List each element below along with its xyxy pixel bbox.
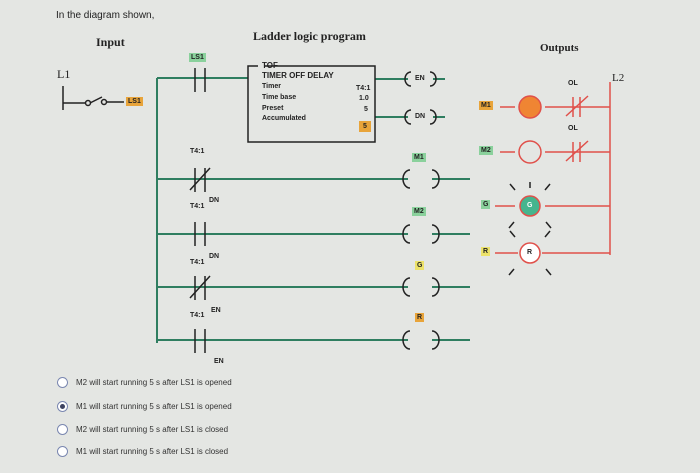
ls1-switch-terminal <box>84 99 92 107</box>
ls1-input-tag: LS1 <box>126 97 143 106</box>
m1-coil-tag: M1 <box>412 153 426 162</box>
t41-nc-contact <box>189 167 211 192</box>
radio-button[interactable] <box>57 424 68 435</box>
tof-line1: TIMER OFF DELAY <box>262 71 334 80</box>
answer-option-text: M2 will start running 5 s after LS1 is o… <box>76 378 232 387</box>
l1-label: L1 <box>57 67 71 81</box>
m1-motor-lamp <box>518 95 542 119</box>
t41-dn-contact <box>194 222 206 246</box>
tof-accum-value: 5 <box>359 121 371 132</box>
ls1-switch-terminal <box>100 98 108 106</box>
rung-wires <box>157 77 470 341</box>
answer-option-3[interactable]: M2 will start running 5 s after LS1 is c… <box>57 424 228 435</box>
tof-title: TOF <box>262 61 278 70</box>
ol-contact-2 <box>565 140 589 162</box>
ls1-tag: LS1 <box>189 53 206 62</box>
green-pilot-light <box>519 195 541 217</box>
ol-label: OL <box>568 80 578 87</box>
tof-accum-label: Accumulated <box>262 115 306 122</box>
dn-label: DN <box>209 197 220 204</box>
l2-label: L2 <box>612 72 625 84</box>
tof-timebase-label: Time base <box>262 94 297 101</box>
en-label: EN <box>211 307 221 314</box>
input-heading: Input <box>96 35 125 49</box>
question-text: In the diagram shown, <box>56 10 155 21</box>
r-output-tag: R <box>481 247 491 256</box>
radio-button[interactable] <box>57 377 68 388</box>
t41-dn-nc-contact <box>189 275 211 300</box>
m2-output-tag: M2 <box>479 146 493 155</box>
tof-preset-label: Preset <box>262 105 284 112</box>
tof-preset-value: 5 <box>364 106 368 113</box>
dn-coil <box>404 109 412 125</box>
t41-label: T4:1 <box>190 148 205 155</box>
answer-option-text: M1 will start running 5 s after LS1 is c… <box>76 447 229 456</box>
t41-en-contact <box>194 329 206 353</box>
output-devices <box>508 95 552 276</box>
tof-timer-value: T4:1 <box>356 85 371 92</box>
t41-label: T4:1 <box>190 259 205 266</box>
input-circuit <box>62 86 124 110</box>
outputs-heading: Outputs <box>540 42 579 54</box>
contacts <box>189 68 211 353</box>
ladder-heading: Ladder logic program <box>253 29 366 43</box>
m2-coil-tag: M2 <box>412 207 426 216</box>
radio-button[interactable] <box>57 401 68 412</box>
g-lamp-letter: G <box>527 202 533 209</box>
red-pilot-light <box>519 242 541 264</box>
answer-option-2[interactable]: M1 will start running 5 s after LS1 is o… <box>57 401 232 412</box>
en-coil <box>404 71 412 87</box>
answer-option-text: M2 will start running 5 s after LS1 is c… <box>76 425 229 434</box>
tof-timebase-value: 1.0 <box>359 95 369 102</box>
en-label: EN <box>214 358 224 365</box>
m2-motor-lamp <box>518 140 542 164</box>
r-coil-tag: R <box>415 313 425 322</box>
t41-label: T4:1 <box>190 203 205 210</box>
r-coil <box>402 330 411 350</box>
answer-option-1[interactable]: M2 will start running 5 s after LS1 is o… <box>57 377 232 388</box>
tof-block-frame <box>247 65 376 143</box>
dn-label: DN <box>209 253 220 260</box>
r-lamp-letter: R <box>527 249 533 256</box>
ls1-switch-blade <box>89 96 103 104</box>
ol-label: OL <box>568 125 578 132</box>
tof-timer-label: Timer <box>262 83 281 90</box>
m1-output-tag: M1 <box>479 101 493 110</box>
m1-coil <box>402 169 411 189</box>
answer-option-text: M1 will start running 5 s after LS1 is o… <box>76 402 232 411</box>
output-wiring <box>495 82 611 255</box>
en-coil-label: EN <box>415 75 425 82</box>
ls1-contact <box>194 68 206 92</box>
m2-coil <box>402 224 411 244</box>
ol-contact-1 <box>565 95 589 117</box>
g-output-tag: G <box>481 200 491 209</box>
g-coil-tag: G <box>415 261 425 270</box>
coils <box>402 71 440 350</box>
g-coil <box>402 277 411 297</box>
t41-label: T4:1 <box>190 312 205 319</box>
light-rays <box>508 182 552 276</box>
radio-button[interactable] <box>57 446 68 457</box>
answer-option-4[interactable]: M1 will start running 5 s after LS1 is c… <box>57 446 228 457</box>
dn-coil-label: DN <box>415 113 426 120</box>
